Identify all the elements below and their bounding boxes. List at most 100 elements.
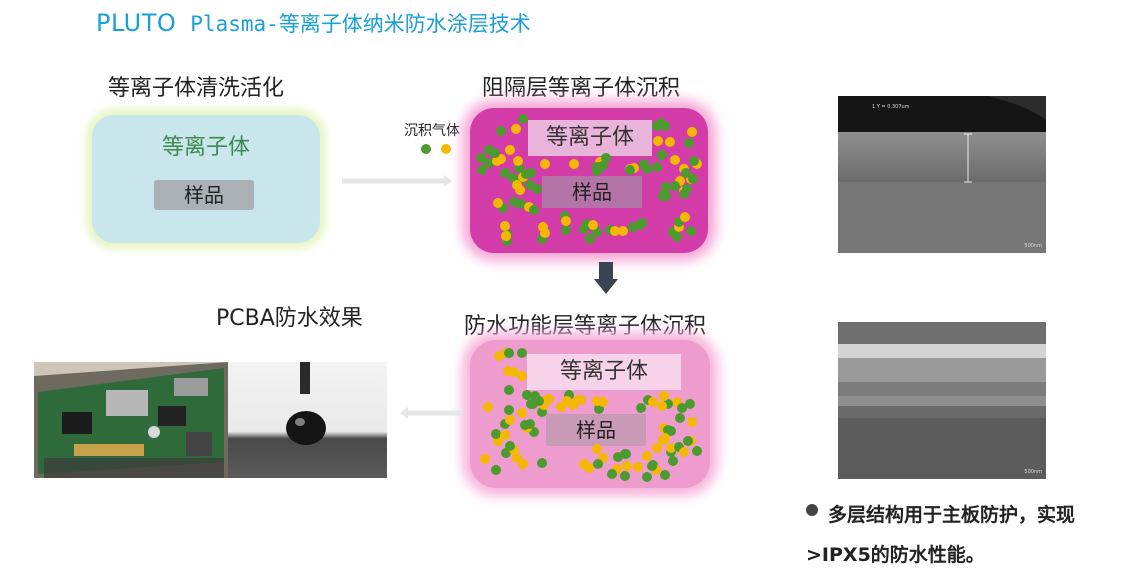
deposition-particle bbox=[499, 418, 510, 429]
deposition-particle bbox=[561, 225, 572, 236]
deposition-particle bbox=[612, 451, 623, 462]
deposition-particle bbox=[593, 459, 604, 470]
deposition-particle bbox=[657, 401, 668, 412]
deposition-particle bbox=[500, 167, 511, 178]
deposition-particle bbox=[635, 403, 646, 414]
deposition-particle bbox=[508, 197, 519, 208]
deposition-particle bbox=[561, 395, 572, 406]
deposition-particle bbox=[505, 414, 516, 425]
bullet-text-line2: >IPX5的防水性能。 bbox=[806, 544, 985, 566]
deposition-particle bbox=[520, 168, 531, 179]
deposition-particle bbox=[611, 463, 622, 474]
deposition-particle bbox=[597, 396, 608, 407]
deposition-particle bbox=[568, 399, 579, 410]
sample-block: 样品 bbox=[542, 176, 642, 208]
deposition-particle bbox=[648, 396, 659, 407]
deposition-particle bbox=[671, 231, 682, 242]
deposition-particle bbox=[641, 164, 652, 175]
deposition-particle bbox=[684, 138, 695, 148]
deposition-particle bbox=[661, 181, 672, 192]
deposition-particle bbox=[667, 456, 678, 467]
deposition-particle bbox=[513, 163, 524, 174]
deposition-particle bbox=[504, 348, 515, 359]
deposition-particle bbox=[674, 221, 685, 232]
deposition-particle bbox=[598, 160, 609, 171]
deposition-particle bbox=[591, 396, 602, 406]
water-droplet-photo bbox=[228, 362, 387, 478]
deposition-particle bbox=[538, 222, 549, 233]
deposition-particle bbox=[539, 159, 550, 170]
deposition-particle bbox=[666, 426, 677, 436]
deposition-particle bbox=[560, 211, 570, 221]
deposition-particle bbox=[578, 458, 589, 469]
deposition-particle bbox=[523, 202, 534, 213]
deposition-particle bbox=[583, 463, 594, 474]
deposition-particle bbox=[625, 165, 635, 175]
deposition-particle bbox=[495, 154, 506, 165]
deposition-particle bbox=[516, 408, 527, 419]
deposition-particle bbox=[517, 114, 528, 125]
deposition-particle bbox=[678, 447, 689, 458]
deposition-particle bbox=[679, 188, 690, 199]
deposition-particle bbox=[536, 234, 547, 245]
deposition-particle bbox=[662, 398, 673, 409]
deposition-particle bbox=[579, 223, 590, 234]
sample-block: 样品 bbox=[546, 414, 646, 446]
deposition-particle bbox=[484, 145, 495, 156]
brand-name: PLUTO bbox=[96, 9, 177, 37]
deposition-particle bbox=[536, 406, 547, 417]
deposition-particle bbox=[618, 226, 629, 237]
deposition-particle bbox=[681, 167, 692, 178]
sem-scale-label: 500nm bbox=[1024, 243, 1042, 249]
deposition-particle bbox=[685, 398, 695, 409]
deposition-particle bbox=[573, 394, 584, 405]
deposition-particle bbox=[479, 454, 490, 465]
deposition-particle bbox=[508, 444, 519, 455]
deposition-particle bbox=[476, 164, 487, 175]
deposition-particle bbox=[543, 393, 554, 404]
title-subtitle: Plasma-等离子体纳米防水涂层技术 bbox=[190, 12, 531, 36]
deposition-particle bbox=[604, 225, 615, 236]
deposition-particle bbox=[500, 430, 511, 441]
deposition-particle bbox=[511, 453, 522, 464]
deposition-particle bbox=[490, 465, 501, 476]
deposition-particle bbox=[592, 226, 603, 237]
deposition-particle bbox=[524, 179, 535, 190]
deposition-particle bbox=[476, 153, 487, 164]
deposition-particle bbox=[650, 465, 661, 476]
deposition-particle bbox=[688, 155, 699, 166]
sample-block: 样品 bbox=[154, 180, 254, 210]
deposition-particle bbox=[493, 436, 504, 447]
deposition-particle bbox=[670, 181, 681, 192]
plasma-label: 等离子体 bbox=[161, 135, 250, 160]
pcba-photo bbox=[34, 362, 228, 478]
deposition-particle bbox=[680, 212, 691, 223]
deposition-particle bbox=[659, 120, 670, 131]
deposition-particle bbox=[670, 154, 680, 165]
sem-cross-section-image-2: 500nm bbox=[838, 322, 1046, 479]
deposition-particle bbox=[537, 457, 547, 468]
barrier-deposition-chamber: 等离子体 样品 bbox=[470, 108, 708, 253]
deposition-particle bbox=[682, 184, 692, 195]
deposition-particle bbox=[540, 228, 551, 239]
step-pcba-label: PCBA防水效果 bbox=[216, 306, 363, 331]
deposition-particle bbox=[657, 190, 668, 201]
deposition-particle bbox=[675, 176, 686, 187]
deposition-particle bbox=[489, 148, 500, 159]
waterproof-deposition-chamber: 等离子体 样品 bbox=[470, 340, 710, 488]
deposition-particle bbox=[677, 403, 688, 414]
deposition-particle bbox=[683, 436, 694, 447]
deposition-particle bbox=[591, 444, 602, 455]
bullet-dot-icon bbox=[806, 504, 818, 516]
arrow-left-icon bbox=[400, 407, 462, 419]
deposition-particle bbox=[651, 162, 662, 173]
deposition-particle bbox=[503, 366, 514, 377]
deposition-particle bbox=[687, 417, 698, 428]
deposition-particle bbox=[492, 197, 503, 208]
deposition-particle bbox=[621, 460, 632, 471]
deposition-particle bbox=[691, 446, 702, 457]
deposition-particle bbox=[498, 202, 509, 213]
deposition-particle bbox=[601, 153, 612, 164]
deposition-particle bbox=[643, 394, 654, 405]
deposition-particle bbox=[674, 216, 685, 227]
